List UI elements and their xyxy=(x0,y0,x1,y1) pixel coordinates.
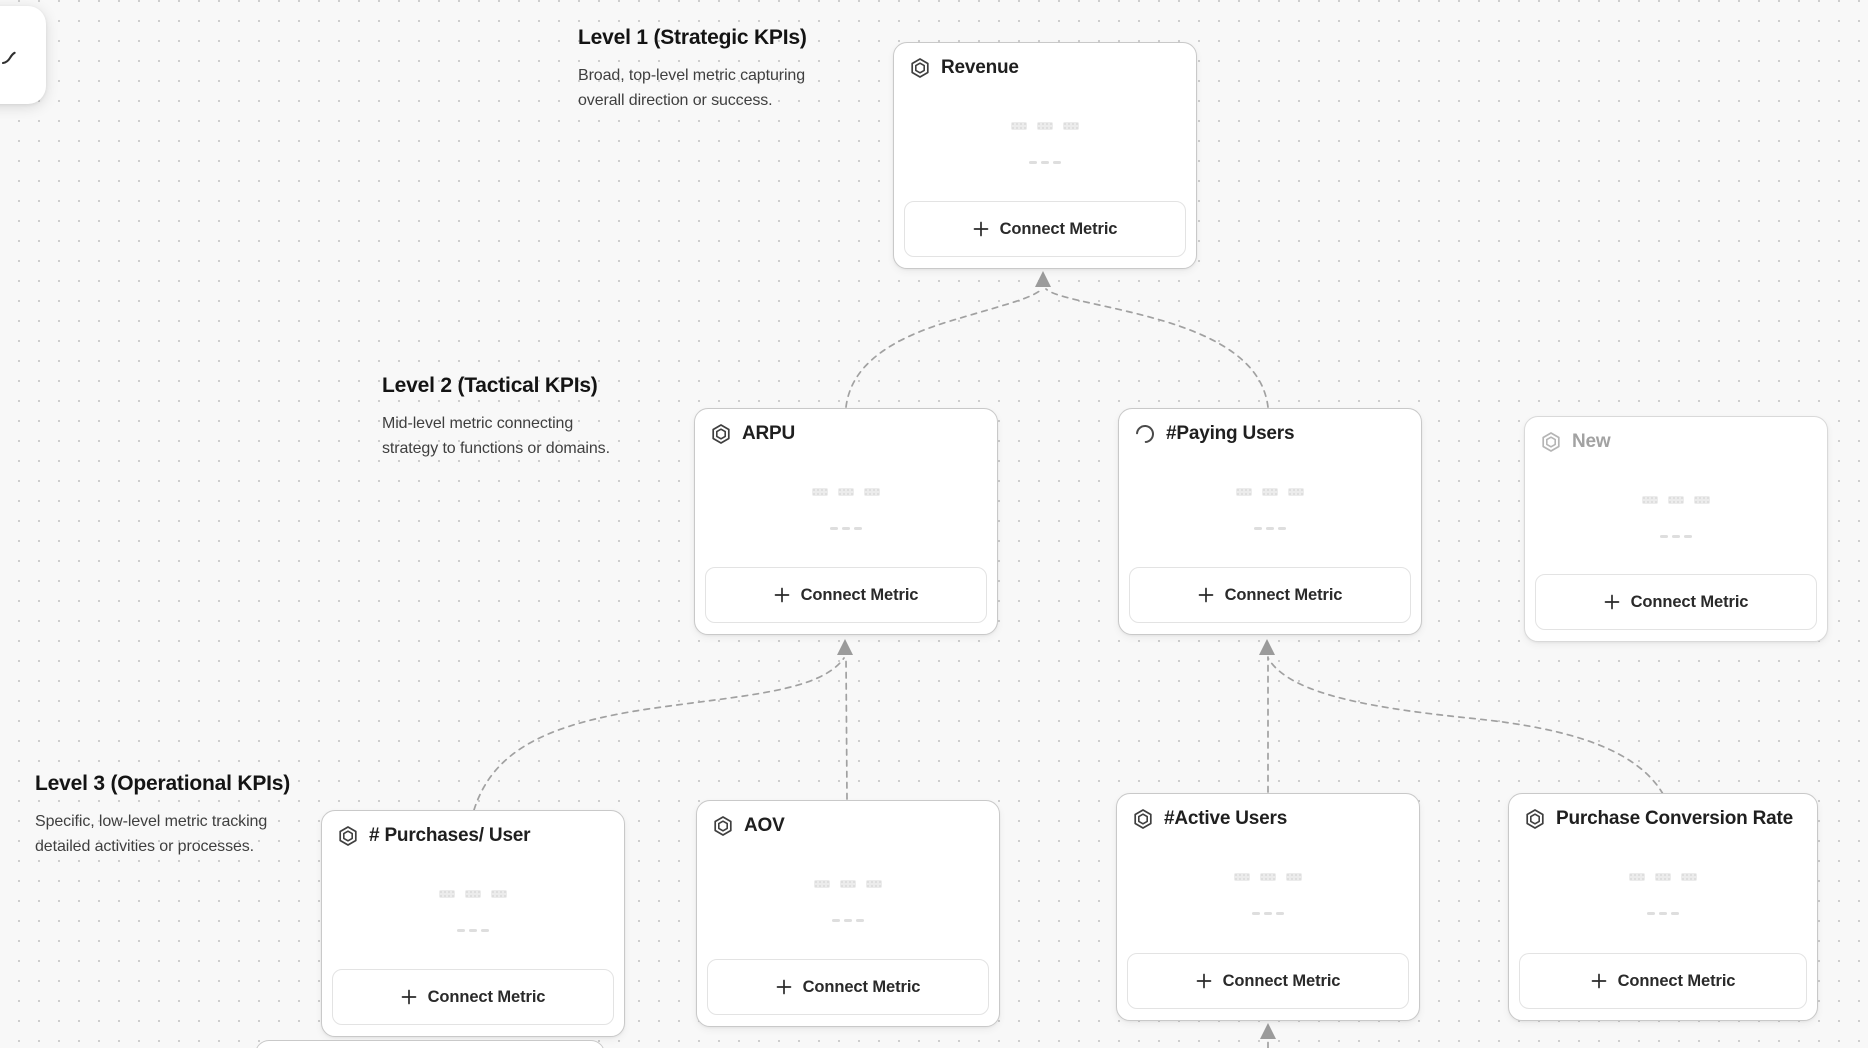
card-title: #Active Users xyxy=(1164,808,1288,829)
plus-icon xyxy=(1591,973,1606,989)
axis-skeleton xyxy=(1525,535,1827,538)
card-title: AOV xyxy=(744,815,785,836)
metric-card-purchase-conversion-rate[interactable]: Purchase Conversion Rate Connect Metric xyxy=(1508,793,1818,1021)
chart-skeleton xyxy=(894,122,1196,130)
arrowhead-into-active-users xyxy=(1260,1023,1276,1039)
axis-skeleton xyxy=(1509,912,1817,915)
arrowhead-into-arpu xyxy=(837,639,853,655)
connector-paying-users-to-revenue xyxy=(1045,288,1269,408)
axis-skeleton xyxy=(1119,527,1421,530)
level-2-label-group: Level 2 (Tactical KPIs) Mid-level metric… xyxy=(382,372,632,461)
connect-metric-button[interactable]: Connect Metric xyxy=(1129,567,1411,623)
connector-aov-to-arpu xyxy=(845,656,848,800)
connect-metric-button[interactable]: Connect Metric xyxy=(1535,574,1817,630)
axis-skeleton xyxy=(697,919,999,922)
hexagon-metric-icon xyxy=(1134,809,1152,829)
axis-skeleton xyxy=(322,929,624,932)
connect-metric-label: Connect Metric xyxy=(1630,592,1749,611)
chart-skeleton xyxy=(322,890,624,898)
card-title: # Purchases/ User xyxy=(369,825,531,846)
hexagon-metric-icon xyxy=(714,816,732,836)
tool-panel[interactable] xyxy=(0,6,46,104)
connect-metric-button[interactable]: Connect Metric xyxy=(707,959,989,1015)
card-title: Purchase Conversion Rate xyxy=(1556,808,1794,829)
chart-skeleton xyxy=(1509,873,1817,881)
spinner-icon xyxy=(1136,425,1154,443)
card-title: #Paying Users xyxy=(1166,423,1295,444)
metric-card-revenue[interactable]: Revenue Connect Metric xyxy=(893,42,1197,269)
card-header: Revenue xyxy=(909,57,1184,79)
connect-metric-label: Connect Metric xyxy=(1224,585,1343,604)
card-header: New xyxy=(1540,431,1815,453)
connect-metric-button[interactable]: Connect Metric xyxy=(332,969,614,1025)
connector-pcr-to-paying-users xyxy=(1267,657,1664,795)
chart-skeleton xyxy=(1525,496,1827,504)
card-header: #Paying Users xyxy=(1134,423,1409,445)
plus-icon xyxy=(1198,587,1213,603)
hexagon-metric-icon xyxy=(712,424,730,444)
hexagon-metric-icon xyxy=(1542,432,1560,452)
level-2-description: Mid-level metric connecting strategy to … xyxy=(382,415,610,457)
connect-metric-label: Connect Metric xyxy=(802,977,921,996)
connect-metric-label: Connect Metric xyxy=(1222,971,1341,990)
metric-card-aov[interactable]: AOV Connect Metric xyxy=(696,800,1000,1027)
level-1-label-group: Level 1 (Strategic KPIs) Broad, top-leve… xyxy=(578,24,848,113)
connect-metric-button[interactable]: Connect Metric xyxy=(1127,953,1409,1009)
hexagon-metric-icon xyxy=(339,826,357,846)
hexagon-metric-icon xyxy=(911,58,929,78)
level-2-title: Level 2 (Tactical KPIs) xyxy=(382,374,598,397)
arrowhead-into-revenue xyxy=(1035,271,1051,287)
arrowhead-into-paying-users xyxy=(1259,639,1275,655)
card-header: #Active Users xyxy=(1132,808,1407,830)
metric-card-arpu[interactable]: ARPU Connect Metric xyxy=(694,408,998,635)
connect-metric-button[interactable]: Connect Metric xyxy=(904,201,1186,257)
card-title: Revenue xyxy=(941,57,1019,78)
connect-metric-label: Connect Metric xyxy=(999,219,1118,238)
chart-skeleton xyxy=(697,880,999,888)
connect-metric-label: Connect Metric xyxy=(427,987,546,1006)
axis-skeleton xyxy=(894,161,1196,164)
level-3-description: Specific, low-level metric tracking deta… xyxy=(35,813,268,855)
card-title: New xyxy=(1572,431,1611,452)
level-1-title: Level 1 (Strategic KPIs) xyxy=(578,26,807,49)
level-1-description: Broad, top-level metric capturing overal… xyxy=(578,67,806,109)
hexagon-metric-icon xyxy=(1526,809,1544,829)
chart-skeleton xyxy=(695,488,997,496)
chart-skeleton xyxy=(1119,488,1421,496)
axis-skeleton xyxy=(695,527,997,530)
plus-icon xyxy=(973,221,988,237)
connect-metric-button[interactable]: Connect Metric xyxy=(1519,953,1807,1009)
metric-card-partial-bottom[interactable] xyxy=(255,1040,605,1048)
plus-icon xyxy=(1196,973,1211,989)
card-header: AOV xyxy=(712,815,987,837)
plus-icon xyxy=(401,989,416,1005)
connect-metric-label: Connect Metric xyxy=(800,585,919,604)
card-header: Purchase Conversion Rate xyxy=(1524,808,1805,830)
axis-skeleton xyxy=(1117,912,1419,915)
card-header: ARPU xyxy=(710,423,985,445)
plus-icon xyxy=(774,587,789,603)
metric-card-new[interactable]: New Connect Metric xyxy=(1524,416,1828,642)
plus-icon xyxy=(776,979,791,995)
metric-card-purchases-per-user[interactable]: # Purchases/ User Connect Metric xyxy=(321,810,625,1037)
level-3-label-group: Level 3 (Operational KPIs) Specific, low… xyxy=(35,770,297,859)
cursor-stroke-icon xyxy=(2,51,16,65)
chart-skeleton xyxy=(1117,873,1419,881)
card-title: ARPU xyxy=(742,423,796,444)
metric-card-paying-users[interactable]: #Paying Users Connect Metric xyxy=(1118,408,1422,635)
plus-icon xyxy=(1604,594,1619,610)
connect-metric-label: Connect Metric xyxy=(1617,971,1736,990)
metric-card-active-users[interactable]: #Active Users Connect Metric xyxy=(1116,793,1420,1021)
connect-metric-button[interactable]: Connect Metric xyxy=(705,567,987,623)
connector-arpu-to-revenue xyxy=(845,288,1043,408)
level-3-title: Level 3 (Operational KPIs) xyxy=(35,772,291,795)
connector-purchases-to-arpu xyxy=(473,657,845,811)
card-header: # Purchases/ User xyxy=(337,825,612,847)
